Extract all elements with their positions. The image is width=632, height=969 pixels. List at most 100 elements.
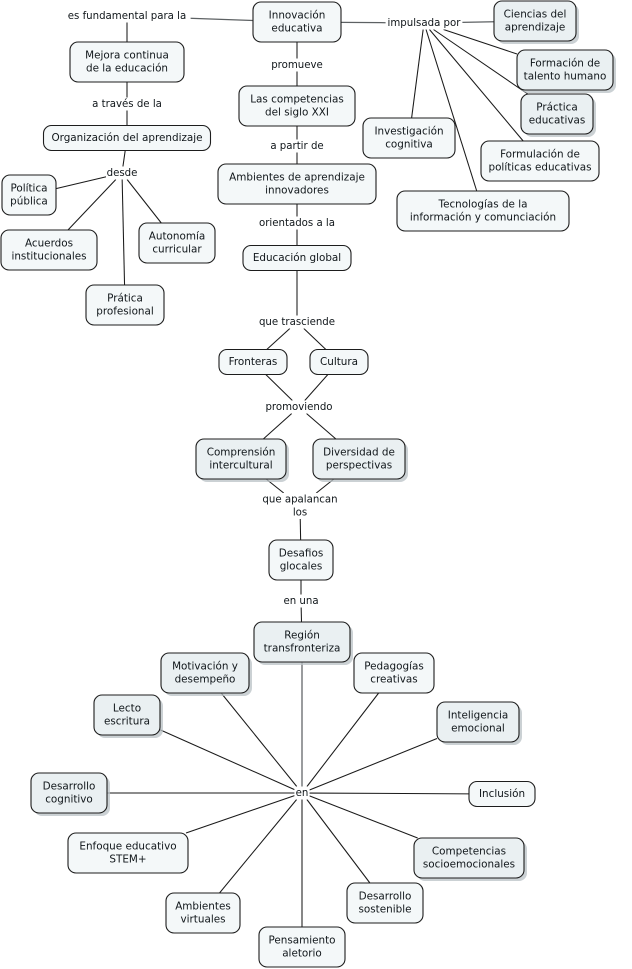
link-label-halo	[272, 58, 322, 72]
edge-l-en-hub-to-compsocio	[309, 795, 418, 839]
node-rect-politica[interactable]	[1, 174, 57, 216]
node-rect-diversidad[interactable]	[312, 438, 406, 480]
edge-l-en-hub-to-pedagogias	[306, 692, 380, 787]
link-label-l-apartir: a partir de	[264, 139, 330, 153]
node-rect-ambientes[interactable]	[217, 163, 377, 205]
node-inclusion[interactable]: Inclusión	[468, 780, 536, 808]
link-label-l-promueve: promueve	[271, 58, 323, 72]
node-rect-competencias21[interactable]	[238, 85, 356, 127]
node-rect-lecto[interactable]	[93, 694, 161, 736]
link-label-halo	[253, 216, 341, 230]
node-rect-innovacion[interactable]	[252, 1, 342, 43]
node-rect-stem[interactable]	[67, 832, 189, 874]
node-rect-cienciasap[interactable]	[493, 0, 577, 42]
link-label-text-l-promoviendo: promoviendo	[265, 402, 332, 413]
node-rect-mejora[interactable]	[69, 41, 185, 83]
node-rect-pratica[interactable]	[85, 284, 165, 326]
node-rect-acuerdos[interactable]	[0, 229, 98, 271]
link-label-text-l-orientados: orientados a la	[259, 218, 335, 229]
node-rect-autonomia[interactable]	[138, 222, 216, 264]
node-fronteras[interactable]: Fronteras	[218, 348, 288, 376]
link-label-halo	[385, 16, 463, 30]
node-rect-compsocio[interactable]	[413, 837, 525, 879]
node-rect-motivacion[interactable]	[160, 652, 250, 694]
node-rect-ambientesvirt[interactable]	[165, 892, 241, 934]
node-rect-formulacion[interactable]	[480, 140, 600, 182]
node-rect-desarrollocog[interactable]	[30, 772, 108, 814]
link-labels-layer: es fundamental para laa través de ladesd…	[63, 9, 463, 800]
node-rect-region[interactable]	[253, 621, 351, 663]
node-rect-inclusion[interactable]	[468, 780, 536, 808]
link-label-halo	[261, 493, 339, 506]
edge-l-impulsada-to-formulacion	[429, 29, 524, 142]
edge-l-en-hub-to-lecto	[159, 729, 295, 791]
node-rect-pedagogias[interactable]	[353, 652, 435, 694]
node-rect-desafios[interactable]	[268, 539, 334, 581]
node-rect-tecnologias[interactable]	[396, 190, 570, 232]
link-label-text-l-enuna: en una	[283, 596, 318, 607]
node-cultura[interactable]: Cultura	[309, 348, 369, 376]
link-label-l-traves: a través de la	[85, 97, 169, 111]
edge-l-desde-to-autonomia	[126, 179, 162, 224]
node-rect-pensamiento[interactable]	[258, 926, 346, 968]
node-rect-educacionglobal[interactable]	[242, 244, 352, 272]
node-rect-organizacion[interactable]	[42, 124, 212, 152]
node-rect-cultura[interactable]	[309, 348, 369, 376]
node-rect-practicaedu[interactable]	[520, 93, 594, 135]
edge-l-promoviendo-to-comprension	[262, 413, 293, 440]
link-label-l-trasciende: que trasciende	[255, 315, 339, 329]
node-rect-desarrollosost[interactable]	[346, 882, 424, 924]
link-label-halo	[289, 506, 311, 519]
node-organizacion[interactable]: Organización del aprendizaje	[42, 124, 212, 152]
node-educacionglobal[interactable]: Educación global	[242, 244, 352, 272]
edge-l-en-hub-to-stem	[185, 795, 295, 834]
node-rect-formaciontal[interactable]	[516, 49, 614, 91]
node-rect-fronteras[interactable]	[218, 348, 288, 376]
node-rect-comprension[interactable]	[195, 438, 287, 480]
edge-cultura-to-l-promoviendo	[304, 374, 329, 401]
node-rect-inteligencia[interactable]	[436, 701, 520, 743]
edge-l-promoviendo-to-diversidad	[306, 413, 337, 440]
edge-l-impulsada-to-investigacion	[411, 29, 424, 119]
link-label-halo	[266, 400, 332, 414]
node-rect-investigacion[interactable]	[362, 117, 456, 159]
